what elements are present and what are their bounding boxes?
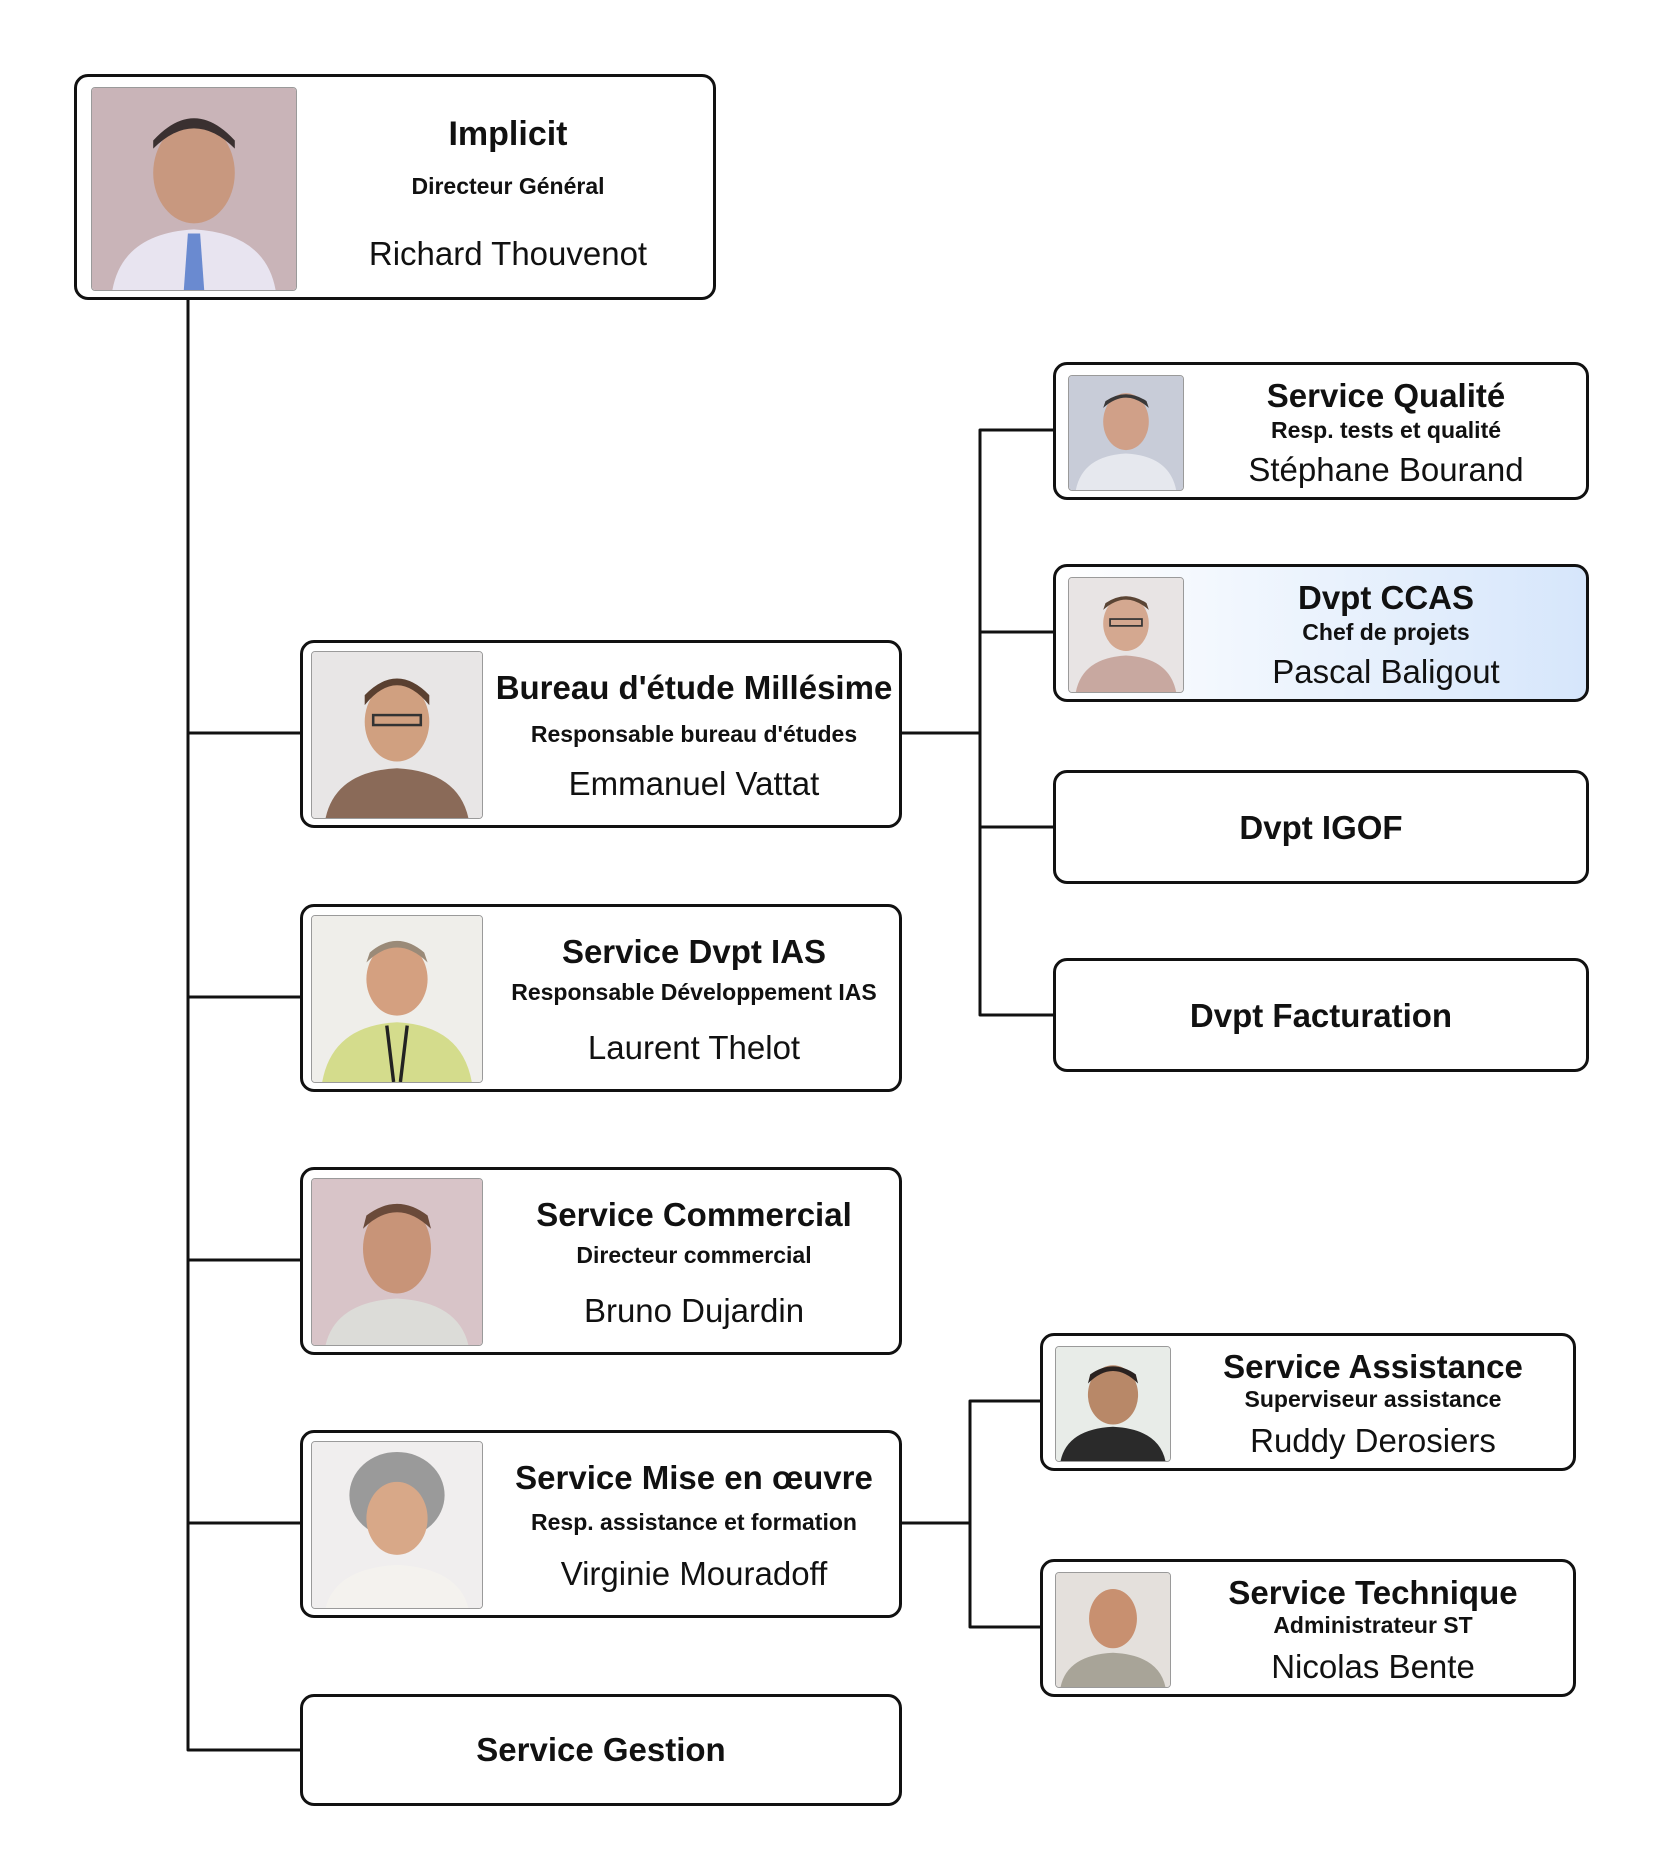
node-unit-title: Service Commercial bbox=[536, 1196, 852, 1233]
node-role: Directeur commercial bbox=[576, 1242, 812, 1268]
node-person-name: Richard Thouvenot bbox=[368, 235, 648, 272]
node-role: Resp. assistance et formation bbox=[531, 1509, 857, 1535]
node-unit-title: Implicit bbox=[448, 115, 568, 153]
person-photo-icon bbox=[311, 915, 483, 1083]
node-person-name: Nicolas Bente bbox=[1271, 1648, 1475, 1685]
node-person-name: Emmanuel Vattat bbox=[568, 765, 820, 802]
node-unit-title: Service Dvpt IAS bbox=[561, 933, 827, 970]
person-photo-icon bbox=[311, 651, 483, 819]
node-implicit[interactable]: Implicit Directeur Général Richard Thouv… bbox=[74, 74, 716, 300]
person-photo-icon bbox=[311, 1441, 483, 1609]
node-bureau-etude[interactable]: Bureau d'étude Millésime Responsable bur… bbox=[300, 640, 902, 828]
node-service-commercial[interactable]: Service Commercial Directeur commercial … bbox=[300, 1167, 902, 1355]
node-unit-title: Service Technique bbox=[1228, 1574, 1518, 1611]
node-role: Resp. tests et qualité bbox=[1270, 417, 1502, 443]
node-dvpt-ccas[interactable]: Dvpt CCAS Chef de projets Pascal Baligou… bbox=[1053, 564, 1589, 702]
node-unit-title: Service Gestion bbox=[476, 1731, 726, 1768]
node-person-name: Pascal Baligout bbox=[1272, 653, 1500, 690]
node-service-qualite[interactable]: Service Qualité Resp. tests et qualité S… bbox=[1053, 362, 1589, 500]
node-service-technique[interactable]: Service Technique Administrateur ST Nico… bbox=[1040, 1559, 1576, 1697]
person-photo-icon bbox=[1068, 577, 1184, 693]
node-service-dvpt-ias[interactable]: Service Dvpt IAS Responsable Développeme… bbox=[300, 904, 902, 1092]
node-role: Administrateur ST bbox=[1273, 1612, 1473, 1638]
person-photo-icon bbox=[311, 1178, 483, 1346]
person-photo-icon bbox=[1068, 375, 1184, 491]
node-person-name: Bruno Dujardin bbox=[583, 1292, 805, 1329]
node-service-assistance[interactable]: Service Assistance Superviseur assistanc… bbox=[1040, 1333, 1576, 1471]
node-person-name: Ruddy Derosiers bbox=[1250, 1422, 1496, 1459]
node-dvpt-facturation[interactable]: Dvpt Facturation bbox=[1053, 958, 1589, 1072]
node-role: Responsable Développement IAS bbox=[511, 979, 877, 1005]
node-unit-title: Service Qualité bbox=[1266, 377, 1506, 414]
node-unit-title: Bureau d'étude Millésime bbox=[495, 669, 893, 706]
node-role: Responsable bureau d'études bbox=[530, 721, 858, 747]
node-service-mise-en-oeuvre[interactable]: Service Mise en œuvre Resp. assistance e… bbox=[300, 1430, 902, 1618]
person-photo-icon bbox=[1055, 1346, 1171, 1462]
node-role: Chef de projets bbox=[1302, 619, 1470, 645]
person-photo-icon bbox=[91, 87, 297, 291]
node-unit-title: Dvpt IGOF bbox=[1239, 809, 1403, 846]
node-role: Superviseur assistance bbox=[1244, 1386, 1502, 1412]
node-unit-title: Dvpt Facturation bbox=[1189, 997, 1453, 1034]
node-role: Directeur Général bbox=[411, 173, 605, 199]
node-unit-title: Service Assistance bbox=[1223, 1348, 1523, 1385]
node-dvpt-igof[interactable]: Dvpt IGOF bbox=[1053, 770, 1589, 884]
node-person-name: Laurent Thelot bbox=[587, 1029, 801, 1066]
node-unit-title: Dvpt CCAS bbox=[1297, 579, 1474, 616]
node-person-name: Virginie Mouradoff bbox=[560, 1555, 828, 1592]
person-photo-icon bbox=[1055, 1572, 1171, 1688]
node-person-name: Stéphane Bourand bbox=[1248, 451, 1524, 488]
node-service-gestion[interactable]: Service Gestion bbox=[300, 1694, 902, 1806]
node-unit-title: Service Mise en œuvre bbox=[515, 1459, 873, 1496]
